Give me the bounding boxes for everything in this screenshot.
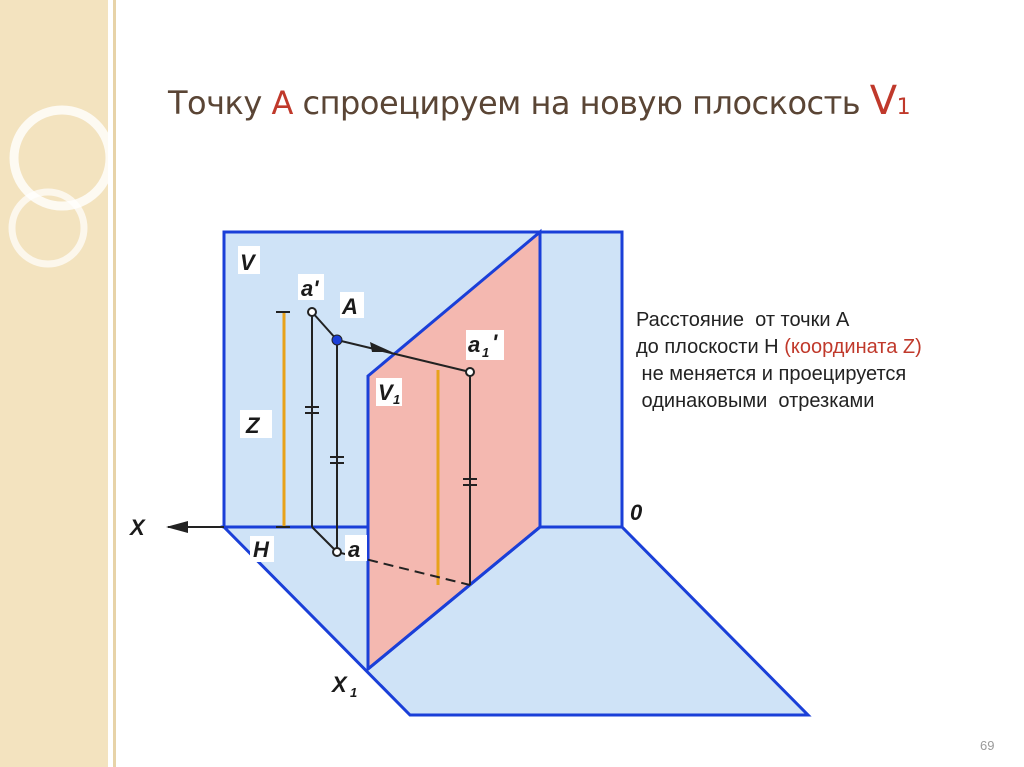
label-v1: V	[378, 380, 395, 405]
equal-mark-3	[463, 478, 477, 486]
note-line-1: Расстояние от точки А	[636, 309, 850, 331]
line-x-to-a	[311, 526, 338, 553]
axis-x1-line	[367, 525, 541, 671]
decorative-divider	[113, 0, 116, 767]
note-line-2-start: до плоскости Н	[636, 336, 785, 358]
line-a-prime-to-A	[311, 311, 338, 341]
note-line-2-red: (координата Z)	[784, 336, 922, 358]
plane-h	[220, 525, 812, 717]
label-v1-sub: 1	[393, 392, 400, 407]
note-line-2: до плоскости Н (координата Z)	[636, 334, 922, 361]
title-suffix: спроецируем на новую плоскость	[292, 84, 870, 122]
label-h: H	[253, 537, 270, 562]
label-x: X	[128, 515, 146, 540]
title-accent: А	[271, 84, 293, 122]
label-z: Z	[245, 413, 261, 438]
decorative-strip	[0, 0, 108, 767]
explanation-text: Расстояние от точки А до плоскости Н (ко…	[636, 307, 922, 415]
equal-mark-1	[305, 406, 319, 414]
title-prefix: Точку	[168, 84, 272, 122]
label-v: V	[240, 250, 257, 275]
arrow-to-v1	[370, 342, 392, 352]
title-v: V	[869, 78, 897, 124]
label-a1-prime: a	[468, 332, 480, 357]
label-a1-sub: 1	[482, 345, 489, 360]
label-x1-sub: 1	[350, 685, 357, 700]
point-a-prime	[307, 307, 317, 317]
label-a-prime: a'	[301, 276, 319, 301]
label-a1-mark: '	[492, 330, 498, 355]
title-v-sub: 1	[896, 95, 911, 120]
slide-title: Точку А спроецируем на новую плоскость V…	[168, 78, 911, 124]
point-a	[332, 547, 342, 557]
point-A	[331, 334, 343, 346]
note-line-4: одинаковыми отрезками	[636, 390, 875, 412]
axis-x-arrow	[166, 521, 188, 533]
label-x1: X	[330, 672, 348, 697]
point-a1-prime	[465, 367, 475, 377]
decorative-circles	[8, 105, 108, 268]
note-line-3: не меняется и проецируется	[636, 363, 907, 385]
label-A: A	[341, 294, 358, 319]
page-number: 69	[980, 738, 995, 753]
label-a: a	[348, 537, 360, 562]
line-A-to-a1-prime	[336, 339, 471, 373]
equal-mark-2	[330, 456, 344, 464]
label-0: 0	[630, 500, 643, 525]
